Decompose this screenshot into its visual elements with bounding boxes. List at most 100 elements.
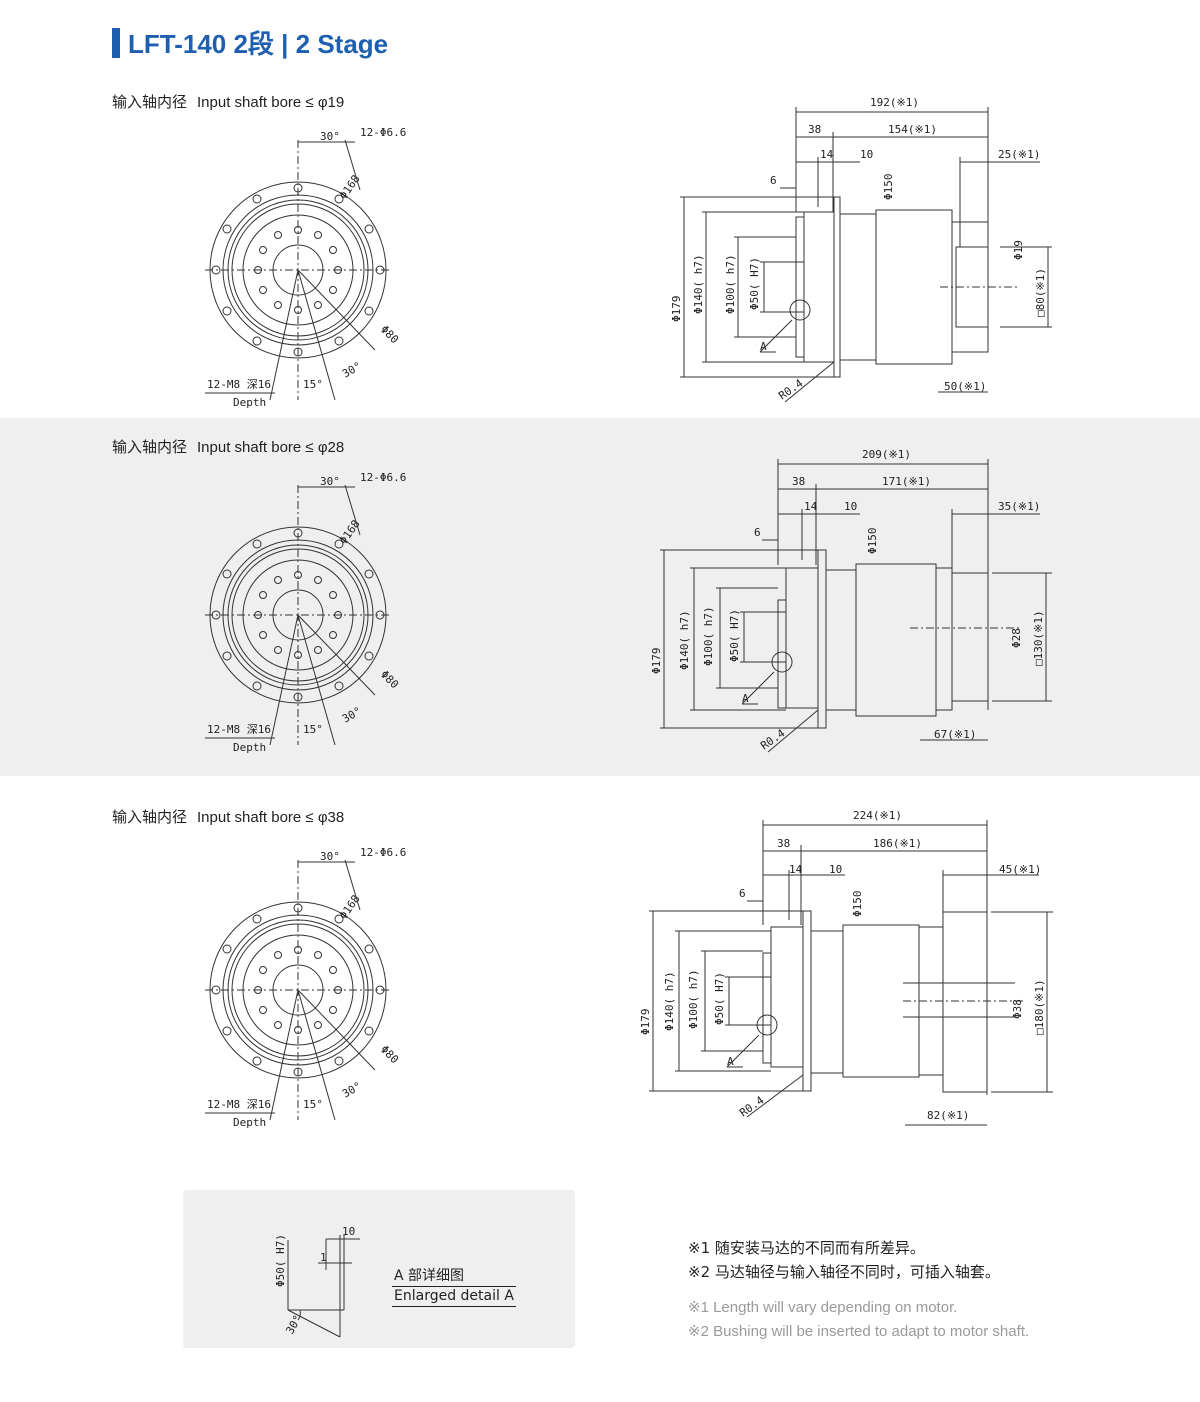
square-size-3: □180(※1) bbox=[1033, 979, 1046, 1035]
angle-a-2: 15° bbox=[303, 723, 323, 736]
dia-100-3: Φ100( h7) bbox=[687, 969, 700, 1029]
section-2-label-en: Input shaft bore ≤ φ28 bbox=[197, 439, 345, 456]
bolt-circle-label-1: Φ80 bbox=[378, 323, 401, 346]
detail-a-label: A 部详细图 Enlarged detail A bbox=[392, 1267, 516, 1307]
angle-b-3: 30° bbox=[340, 1079, 364, 1100]
section-3-label: 输入轴内径 Input shaft bore ≤ φ38 bbox=[112, 806, 344, 827]
body-length-1: 154(※1) bbox=[888, 123, 937, 136]
bore-dia-2: Φ28 bbox=[1010, 628, 1023, 648]
bore-dia-3: Φ38 bbox=[1011, 999, 1024, 1019]
section-3-label-cn: 输入轴内径 bbox=[112, 808, 188, 826]
dia-50-2: Φ50( H7) bbox=[728, 609, 741, 662]
note-cn-1: ※1 随安装马达的不同而有所差异。 bbox=[688, 1239, 925, 1257]
dia-140-1: Φ140( h7) bbox=[692, 254, 705, 314]
detail-dia-50: Φ50( H7) bbox=[274, 1234, 287, 1287]
tap-label-2: 12-M8 深16 bbox=[207, 723, 271, 736]
section-1-label-cn: 输入轴内径 bbox=[112, 93, 188, 111]
dia-50-1: Φ50( H7) bbox=[748, 257, 761, 310]
tap-en-label-2: Depth bbox=[233, 741, 266, 754]
square-size-1: □80(※1) bbox=[1034, 268, 1047, 317]
dia-179-2: Φ179 bbox=[650, 648, 663, 675]
tap-en-label-1: Depth bbox=[233, 396, 266, 409]
tap-en-label-3: Depth bbox=[233, 1116, 266, 1129]
detail-a-drawing: Φ50( H7) 10 1 30° bbox=[274, 1225, 360, 1338]
flange-length-2: 38 bbox=[792, 475, 805, 488]
page-title: LFT-140 2段 | 2 Stage bbox=[112, 24, 388, 61]
detail-marker-3: A bbox=[727, 1055, 734, 1068]
detail-dim-10: 10 bbox=[342, 1225, 355, 1238]
dim-14-2: 14 bbox=[804, 500, 818, 513]
dim-14-1: 14 bbox=[820, 148, 834, 161]
bolt-circle-label-3: Φ80 bbox=[378, 1043, 401, 1066]
angle-b-1: 30° bbox=[340, 359, 364, 380]
flange-length-3: 38 bbox=[777, 837, 790, 850]
total-length-3: 224(※1) bbox=[853, 809, 902, 822]
bottom-length-2: 67(※1) bbox=[934, 728, 976, 741]
dia-179-3: Φ179 bbox=[639, 1009, 652, 1036]
tap-label-3: 12-M8 深16 bbox=[207, 1098, 271, 1111]
dia-179-1: Φ179 bbox=[670, 296, 683, 323]
dim-14-3: 14 bbox=[789, 863, 803, 876]
angle-a-3: 15° bbox=[303, 1098, 323, 1111]
motor-length-3: 45(※1) bbox=[999, 863, 1041, 876]
section-3-label-en: Input shaft bore ≤ φ38 bbox=[197, 809, 345, 826]
angle-a-1: 15° bbox=[303, 378, 323, 391]
dia-150-2: Φ150 bbox=[866, 528, 879, 555]
dia-140-2: Φ140( h7) bbox=[678, 610, 691, 670]
detail-marker-1: A bbox=[760, 340, 767, 353]
holes-label-3: 12-Φ6.6 bbox=[360, 846, 406, 859]
title-accent-bar bbox=[112, 27, 120, 58]
front-view-3: 30° 12-Φ6.6 Φ168 Φ80 12-M8 深16 Depth 15°… bbox=[205, 846, 406, 1129]
dia-150-1: Φ150 bbox=[882, 174, 895, 201]
detail-a-panel bbox=[183, 1190, 575, 1348]
dim-6-3: 6 bbox=[739, 887, 746, 900]
dia-150-3: Φ150 bbox=[851, 891, 864, 918]
side-view-1: 192(※1) 38 154(※1) 14 10 6 25(※1) Φ150 Φ… bbox=[670, 96, 1052, 402]
detail-dim-1: 1 bbox=[320, 1251, 327, 1264]
detail-angle: 30° bbox=[283, 1313, 304, 1337]
dia-100-1: Φ100( h7) bbox=[724, 254, 737, 314]
dia-50-3: Φ50( H7) bbox=[713, 972, 726, 1025]
motor-length-1: 25(※1) bbox=[998, 148, 1040, 161]
body-length-2: 171(※1) bbox=[882, 475, 931, 488]
front-view-1: 30° 12-Φ6.6 Φ168 Φ80 12-M8 深16 Depth 15°… bbox=[205, 126, 406, 409]
angle-b-2: 30° bbox=[340, 704, 364, 725]
side-view-2: 209(※1) 38 171(※1) 14 10 6 35(※1) Φ150 Φ… bbox=[650, 448, 1052, 752]
title-text: LFT-140 2段 | 2 Stage bbox=[128, 29, 389, 59]
total-length-2: 209(※1) bbox=[862, 448, 911, 461]
note-en-2: ※2 Bushing will be inserted to adapt to … bbox=[688, 1323, 1030, 1340]
bottom-length-1: 50(※1) bbox=[944, 380, 986, 393]
dim-10-1: 10 bbox=[860, 148, 873, 161]
section-2-label: 输入轴内径 Input shaft bore ≤ φ28 bbox=[112, 436, 344, 457]
section-2-label-cn: 输入轴内径 bbox=[112, 438, 188, 456]
total-length-1: 192(※1) bbox=[870, 96, 919, 109]
note-cn-2: ※2 马达轴径与输入轴径不同时，可插入轴套。 bbox=[688, 1263, 1000, 1281]
detail-marker-2: A bbox=[742, 692, 749, 705]
motor-length-2: 35(※1) bbox=[998, 500, 1040, 513]
section-2-background bbox=[0, 418, 1200, 776]
section-1-label: 输入轴内径 Input shaft bore ≤ φ19 bbox=[112, 91, 344, 112]
flange-length-1: 38 bbox=[808, 123, 821, 136]
radius-label-3: R0.4 bbox=[737, 1093, 766, 1119]
angle-top-1: 30° bbox=[320, 130, 340, 143]
bore-dia-1: Φ19 bbox=[1012, 240, 1025, 260]
holes-label-2: 12-Φ6.6 bbox=[360, 471, 406, 484]
footnotes: ※1 随安装马达的不同而有所差异。 ※2 马达轴径与输入轴径不同时，可插入轴套。… bbox=[688, 1236, 1029, 1344]
dia-100-2: Φ100( h7) bbox=[702, 606, 715, 666]
radius-label-2: R0.4 bbox=[758, 726, 787, 752]
detail-label-cn: A 部详细图 bbox=[392, 1267, 516, 1287]
bottom-length-3: 82(※1) bbox=[927, 1109, 969, 1122]
bolt-circle-label-2: Φ80 bbox=[378, 668, 401, 691]
angle-top-2: 30° bbox=[320, 475, 340, 488]
detail-label-en: Enlarged detail A bbox=[392, 1287, 516, 1307]
section-1-label-en: Input shaft bore ≤ φ19 bbox=[197, 94, 345, 111]
note-en-1: ※1 Length will vary depending on motor. bbox=[688, 1299, 958, 1316]
angle-top-3: 30° bbox=[320, 850, 340, 863]
dim-6-2: 6 bbox=[754, 526, 761, 539]
holes-label-1: 12-Φ6.6 bbox=[360, 126, 406, 139]
tap-label-1: 12-M8 深16 bbox=[207, 378, 271, 391]
front-view-2: 30° 12-Φ6.6 Φ168 Φ80 12-M8 深16 Depth 15°… bbox=[205, 471, 406, 754]
dim-10-2: 10 bbox=[844, 500, 857, 513]
dia-140-3: Φ140( h7) bbox=[663, 971, 676, 1031]
dim-6-1: 6 bbox=[770, 174, 777, 187]
